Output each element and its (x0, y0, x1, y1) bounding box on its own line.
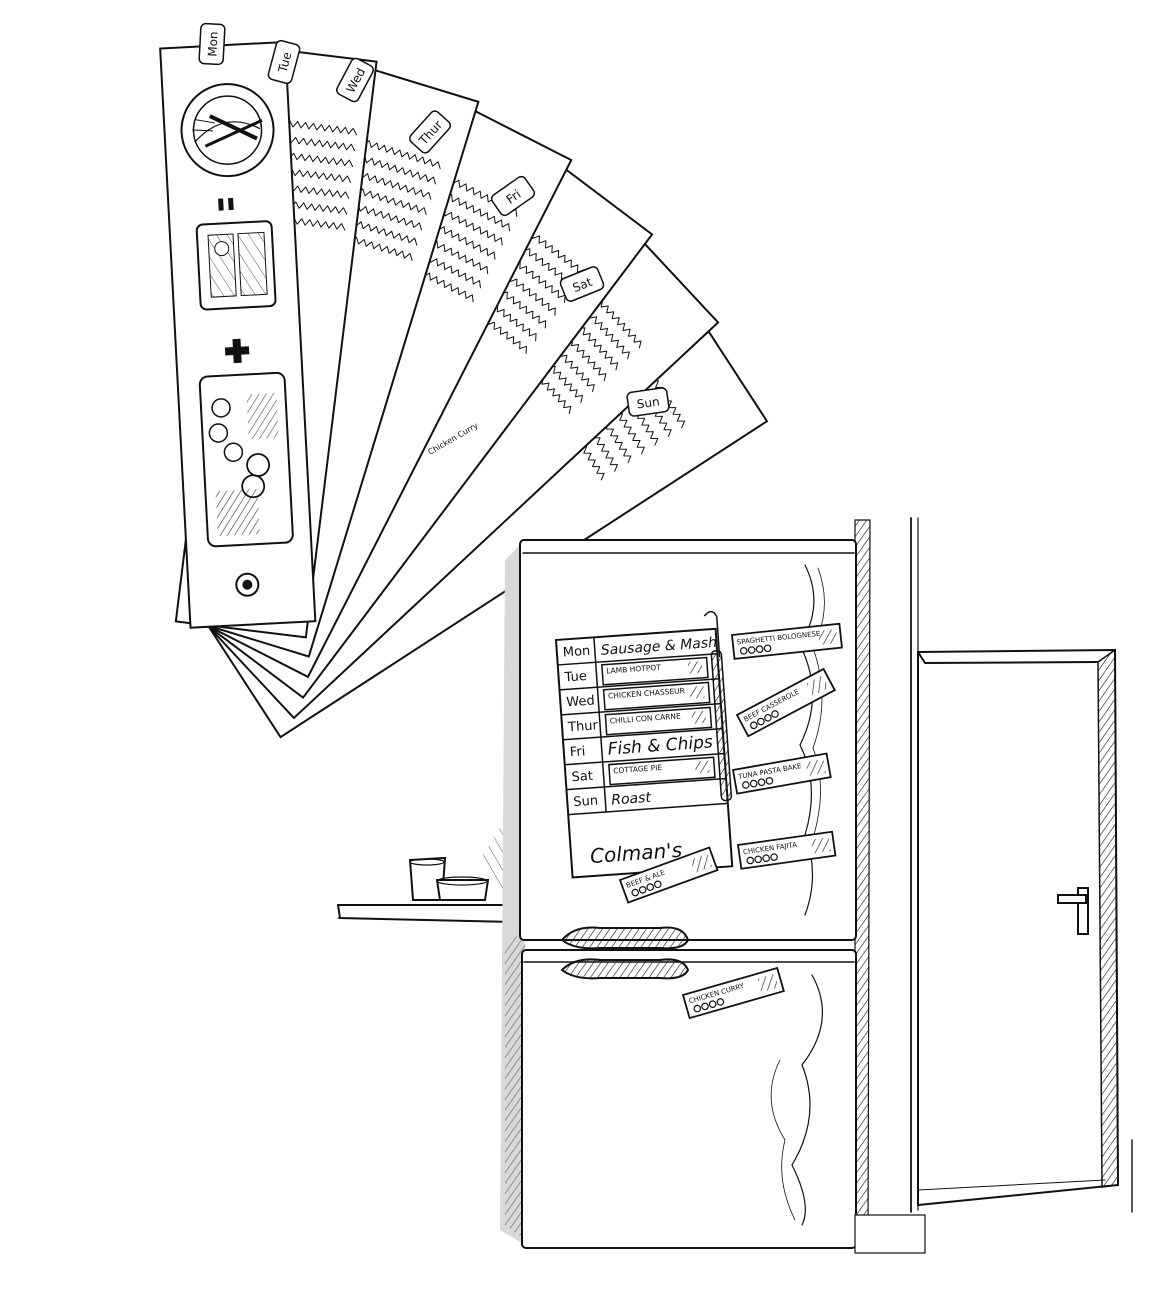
sauce-sachet-icon (195, 220, 277, 311)
planner-day-label: Mon (562, 644, 590, 661)
recipe-card-1[interactable]: SPAGHETTI BOLOGNESE (731, 622, 843, 660)
planner-card-tue: LAMB HOTPOT (606, 663, 662, 676)
planner-row-sat: Sat COTTAGE PIE (566, 756, 727, 791)
fan-tab-label: Mon (205, 31, 220, 57)
door-handle-icon (1057, 887, 1089, 935)
fan-tab-sun[interactable]: Sun (626, 387, 670, 417)
monday-meal-card (159, 40, 317, 629)
fan-tab-tue[interactable]: Tue (267, 39, 301, 85)
fan-tab-fri[interactable]: Fri (490, 175, 537, 218)
planner-day-label: Tue (563, 669, 587, 686)
planner-row-sun: Sun Roast (568, 790, 728, 816)
pen-icon (703, 610, 733, 802)
fan-tab-label: Tue (275, 51, 294, 75)
countertop (336, 820, 514, 924)
fan-tab-label: Sun (636, 394, 661, 411)
planner-day-label: Thur (567, 718, 599, 735)
fan-tab-thur[interactable]: Thur (408, 109, 453, 155)
fridge-handle-icon (560, 926, 690, 980)
recipe-card-6[interactable]: CHICKEN CURRY (681, 966, 785, 1020)
kitchen-wall (336, 517, 1133, 1213)
recipe-card-3[interactable]: TUNA PASTA BAKE (731, 752, 832, 795)
plus-icon (224, 338, 250, 364)
bowl-icon (435, 876, 490, 901)
planner-card-sat: COTTAGE PIE (613, 763, 663, 775)
rivet-icon (235, 572, 260, 597)
ingredients-icon (198, 371, 294, 548)
meal-card-fan (159, 40, 769, 739)
fan-tab-label: Sat (571, 275, 595, 295)
plate-icon (180, 83, 275, 178)
planner-row-tue: Tue LAMB HOTPOT (559, 656, 720, 691)
planner-day-label: Fri (569, 744, 586, 760)
recipe-card-5[interactable]: BEEF & ALE (618, 846, 719, 904)
planner-meal-sun: Roast (611, 790, 652, 809)
recipe-card-4[interactable]: CHICKEN FAJITA (736, 830, 837, 870)
fan-tab-label: Fri (504, 187, 524, 207)
planner-day-label: Wed (566, 693, 595, 710)
fan-tab-sat[interactable]: Sat (559, 265, 605, 302)
door (917, 648, 1120, 1207)
equals-icon (218, 197, 234, 211)
planner-day-label: Sat (571, 769, 593, 785)
fan-tab-mon[interactable]: Mon (198, 22, 226, 66)
planner-day-label: Sun (573, 793, 599, 810)
